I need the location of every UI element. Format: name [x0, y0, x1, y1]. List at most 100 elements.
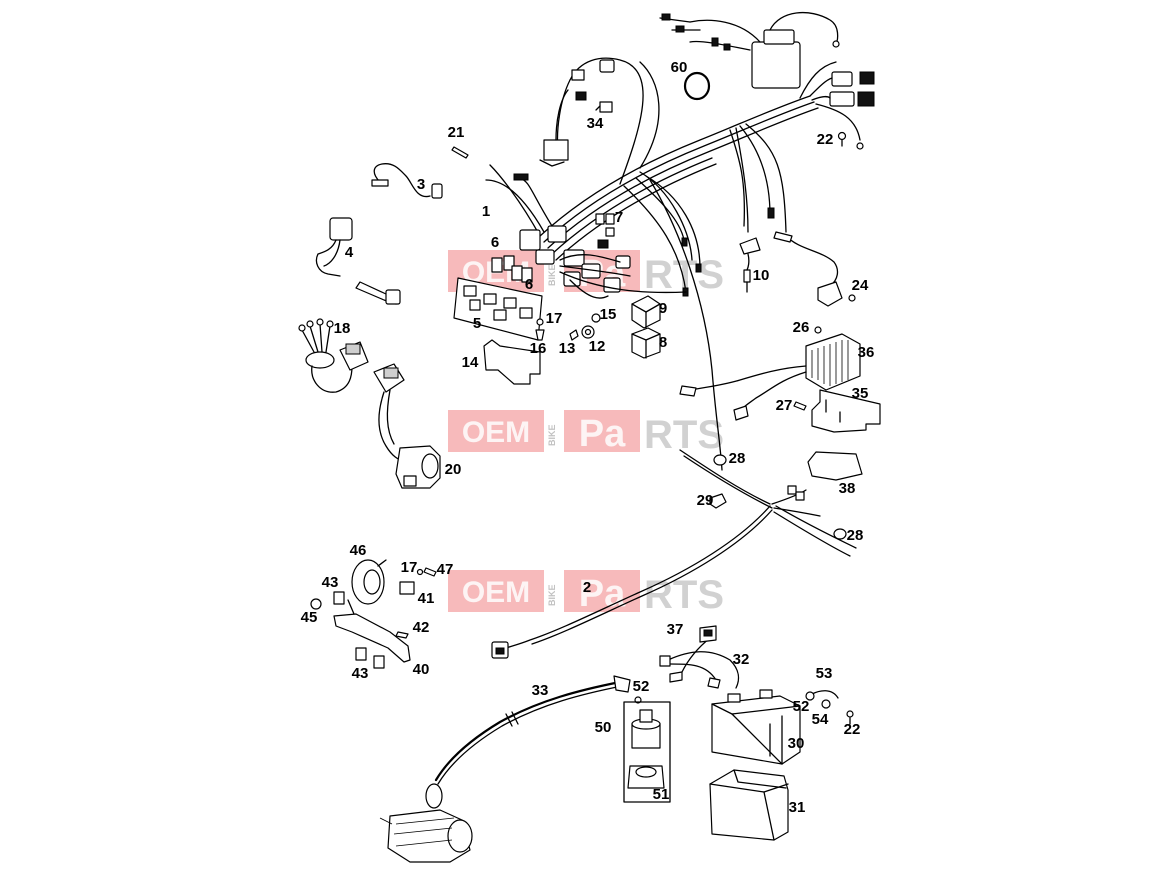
- part-number-label-52b: 52: [793, 698, 810, 715]
- svg-text:Pa: Pa: [579, 573, 626, 615]
- part-number-label-3: 3: [417, 176, 425, 193]
- cdi-unit: [751, 41, 801, 89]
- svg-text:RTS: RTS: [644, 573, 724, 617]
- part-35-bracket: [811, 389, 881, 433]
- svg-text:RTS: RTS: [644, 413, 724, 457]
- svg-text:OEM: OEM: [462, 416, 530, 449]
- part-number-label-51: 51: [653, 786, 670, 803]
- part-number-label-20: 20: [445, 461, 462, 478]
- svg-text:BIKE: BIKE: [547, 264, 557, 286]
- part-30-battery: [711, 689, 801, 765]
- svg-text:BIKE: BIKE: [547, 584, 557, 606]
- part-number-label-14: 14: [462, 354, 479, 371]
- part-number-label-45: 45: [301, 609, 318, 626]
- part-number-label-1: 1: [482, 203, 490, 220]
- part-number-label-26: 26: [793, 319, 810, 336]
- part-number-label-29: 29: [697, 492, 714, 509]
- part-2-sub-harness: [491, 449, 857, 659]
- part-number-label-43a: 43: [322, 574, 339, 591]
- part-number-label-13: 13: [559, 340, 576, 357]
- part-number-label-30: 30: [788, 735, 805, 752]
- part-number-label-10: 10: [753, 267, 770, 284]
- part-36-regulator: [679, 333, 861, 421]
- svg-text:Pa: Pa: [579, 413, 626, 455]
- part-17-47-bolt: [416, 567, 437, 577]
- part-number-label-28a: 28: [729, 450, 746, 467]
- part-17-16-15-13-12-small-hardware: [535, 313, 601, 341]
- part-number-label-43b: 43: [352, 665, 369, 682]
- part-number-label-21: 21: [448, 124, 465, 141]
- part-5-fuse-box-plate: [453, 277, 543, 341]
- part-number-label-6a: 6: [491, 234, 499, 251]
- part-6-fuse-holders: [491, 255, 533, 283]
- part-number-label-54: 54: [812, 711, 829, 728]
- part-34-relay-clip: [595, 101, 613, 113]
- part-45-nut: [310, 598, 322, 610]
- part-number-label-36: 36: [858, 344, 875, 361]
- part-4-kill-switch: [315, 217, 401, 305]
- part-number-label-31: 31: [789, 799, 806, 816]
- part-number-label-22a: 22: [817, 131, 834, 148]
- part-number-label-22b: 22: [844, 721, 861, 738]
- part-number-label-15: 15: [600, 306, 617, 323]
- part-number-label-37: 37: [667, 621, 684, 638]
- part-number-label-40: 40: [413, 661, 430, 678]
- part-46-horn: [351, 559, 387, 605]
- part-8-relay: [631, 327, 661, 359]
- part-number-label-42: 42: [413, 619, 430, 636]
- part-37-fuse-clip: [699, 625, 717, 643]
- watermark-bottom: OEM BIKE Pa RTS: [448, 570, 724, 617]
- main-wiring-harness: [485, 11, 875, 471]
- part-53-54-22-terminal-hardware: [805, 690, 854, 725]
- part-18-switch-connector: [298, 318, 369, 393]
- watermark-middle: OEM BIKE Pa RTS: [448, 410, 724, 457]
- part-number-label-38: 38: [839, 480, 856, 497]
- part-40-bracket-plate: [333, 599, 411, 663]
- part-number-label-7: 7: [615, 209, 623, 226]
- part-21-fuse: [451, 146, 469, 159]
- part-number-label-18: 18: [334, 320, 351, 337]
- part-28-grommet-b: [833, 528, 847, 540]
- part-number-label-53: 53: [816, 665, 833, 682]
- part-22-screw-top: [837, 131, 847, 147]
- part-20-handlebar-switch: [373, 363, 441, 489]
- part-number-label-32: 32: [733, 651, 750, 668]
- part-number-label-46: 46: [350, 542, 367, 559]
- part-number-label-16: 16: [530, 340, 547, 357]
- part-number-label-4: 4: [345, 244, 354, 261]
- part-43-nuts-bottom: [355, 647, 385, 669]
- part-9-relay: [631, 295, 661, 329]
- part-number-label-17b: 17: [401, 559, 418, 576]
- part-number-label-28b: 28: [847, 527, 864, 544]
- part-29-grommet: [709, 493, 727, 509]
- part-3-sensor-cable: [371, 163, 443, 199]
- part-number-label-24: 24: [852, 277, 869, 294]
- part-43-nut-top: [333, 591, 345, 605]
- part-42-bolt: [395, 631, 409, 639]
- part-number-label-8: 8: [659, 334, 667, 351]
- part-7-clips: [595, 213, 615, 237]
- part-50-51-starter-relay-group: [623, 701, 671, 803]
- part-number-label-33: 33: [532, 682, 549, 699]
- part-number-label-6b: 6: [525, 276, 533, 293]
- part-number-label-5: 5: [473, 315, 481, 332]
- part-number-label-27: 27: [776, 397, 793, 414]
- part-33-starter-cable: [425, 675, 631, 809]
- part-31-battery-box: [709, 769, 789, 841]
- part-24-sensor: [773, 231, 856, 307]
- part-27-bolt: [793, 401, 807, 411]
- part-38-pad: [807, 451, 863, 481]
- part-number-label-9: 9: [659, 300, 667, 317]
- part-number-label-12: 12: [589, 338, 606, 355]
- svg-text:BIKE: BIKE: [547, 424, 557, 446]
- part-number-label-52a: 52: [633, 678, 650, 695]
- svg-text:OEM: OEM: [462, 576, 530, 609]
- part-number-label-35: 35: [852, 385, 869, 402]
- part-number-label-34: 34: [587, 115, 604, 132]
- part-28-grommet-a: [713, 454, 727, 466]
- part-number-label-60: 60: [671, 59, 688, 76]
- part-26-nut: [814, 326, 822, 334]
- part-32-battery-cable: [659, 637, 740, 689]
